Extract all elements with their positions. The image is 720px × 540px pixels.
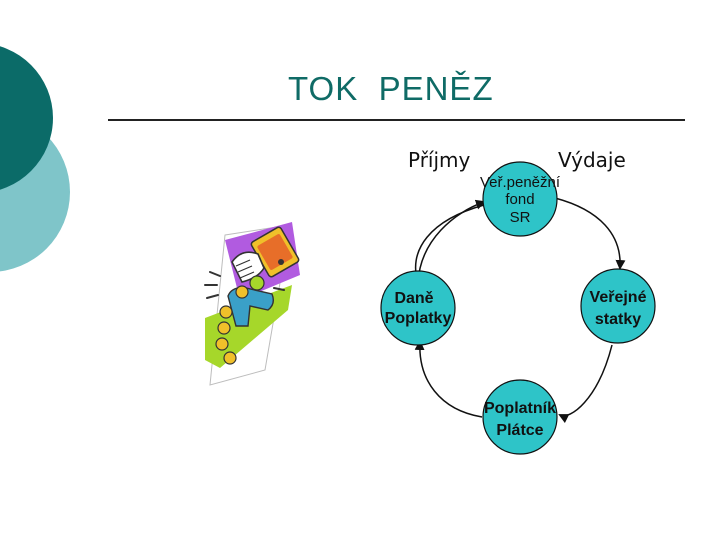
- hand-paying-coins-icon: [204, 222, 300, 386]
- income-label: Příjmy: [408, 148, 471, 172]
- node-taxes-line1: Daně: [394, 290, 433, 307]
- expense-label: Výdaje: [558, 148, 626, 172]
- node-payer-line2: Plátce: [496, 422, 543, 439]
- slide-title: TOK PENĚZ: [288, 70, 494, 107]
- node-fund-line2: fond: [505, 191, 534, 208]
- title-underline: [108, 119, 685, 121]
- node-taxes: Daně Poplatky: [380, 270, 456, 346]
- node-goods: Veřejné statky: [580, 268, 656, 344]
- node-fund: Veř.peněžní fond SR: [480, 161, 561, 237]
- node-fund-line1: Veř.peněžní: [480, 174, 561, 191]
- arrow-taxes-to-fund: [417, 199, 486, 284]
- node-payer: Poplatník Plátce: [482, 379, 558, 455]
- node-fund-line3: SR: [510, 209, 531, 226]
- node-goods-line1: Veřejné: [590, 289, 647, 306]
- node-goods-line2: statky: [595, 311, 641, 328]
- dark-teal-circle: [0, 46, 53, 190]
- arrow-payer-to-taxes: [414, 340, 483, 418]
- arrow-goods-to-payer: [558, 344, 613, 424]
- node-payer-line1: Poplatník: [484, 400, 556, 417]
- node-taxes-line2: Poplatky: [385, 310, 452, 327]
- arrow-fund-to-goods: [554, 197, 626, 270]
